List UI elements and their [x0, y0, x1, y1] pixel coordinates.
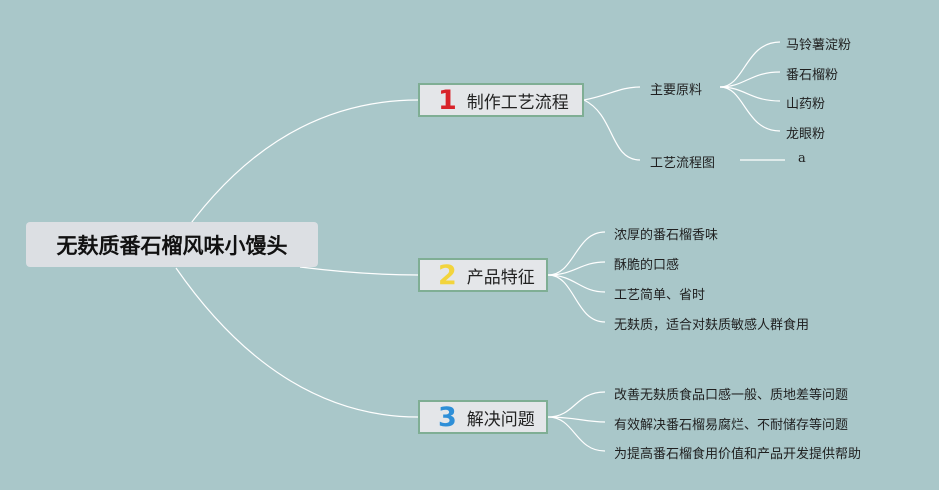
problem-item[interactable]: 为提高番石榴食用价值和产品开发提供帮助 — [614, 447, 862, 462]
branch-topic-3[interactable]: 3 解决问题 — [418, 400, 548, 434]
branch-label-3: 解决问题 — [466, 409, 535, 430]
branch-topic-2[interactable]: 2 产品特征 — [418, 258, 548, 292]
branch-number-3: 3 — [438, 401, 457, 433]
subtopic-process-chart[interactable]: 工艺流程图 — [650, 156, 716, 171]
material-item[interactable]: 番石榴粉 — [786, 68, 839, 83]
process-chart-item[interactable]: a — [798, 151, 806, 166]
connector-sub1-item1 — [719, 41, 781, 88]
feature-item[interactable]: 无麸质，适合对麸质敏感人群食用 — [614, 318, 810, 333]
material-item[interactable]: 龙眼粉 — [786, 127, 826, 142]
branch-label-2: 产品特征 — [466, 267, 535, 288]
connector-branch2-item4 — [547, 274, 606, 323]
feature-item[interactable]: 酥脆的口感 — [614, 258, 680, 273]
feature-item[interactable]: 工艺简单、省时 — [614, 288, 706, 303]
connector-branch3-item3 — [547, 416, 606, 452]
root-topic[interactable]: 无麸质番石榴风味小馒头 — [26, 222, 318, 267]
connector-branch1-sub1 — [583, 86, 641, 101]
branch-topic-1[interactable]: 1 制作工艺流程 — [418, 83, 584, 117]
connector-root-branch2 — [299, 266, 419, 276]
branch-number-1: 1 — [438, 84, 457, 116]
connector-branch2-item3 — [547, 274, 606, 293]
branch-label-1: 制作工艺流程 — [466, 92, 569, 113]
connector-branch3-item1 — [547, 391, 606, 418]
connector-sub1-item3 — [719, 86, 781, 102]
feature-item[interactable]: 浓厚的番石榴香味 — [614, 228, 719, 243]
material-item[interactable]: 山药粉 — [786, 97, 826, 112]
connector-root-branch3 — [175, 267, 419, 418]
connector-root-branch1 — [175, 99, 419, 245]
connector-branch1-sub2 — [583, 99, 641, 161]
material-item[interactable]: 马铃薯淀粉 — [786, 38, 852, 53]
connector-sub1-item2 — [719, 71, 781, 88]
connector-sub1-item4 — [719, 86, 781, 132]
subtopic-main-materials[interactable]: 主要原料 — [650, 83, 703, 98]
connector-branch2-item1 — [547, 231, 606, 276]
problem-item[interactable]: 有效解决番石榴易腐烂、不耐储存等问题 — [614, 418, 849, 433]
problem-item[interactable]: 改善无麸质食品口感一般、质地差等问题 — [614, 388, 849, 403]
connector-branch2-item2 — [547, 261, 606, 276]
branch-number-2: 2 — [438, 259, 457, 291]
